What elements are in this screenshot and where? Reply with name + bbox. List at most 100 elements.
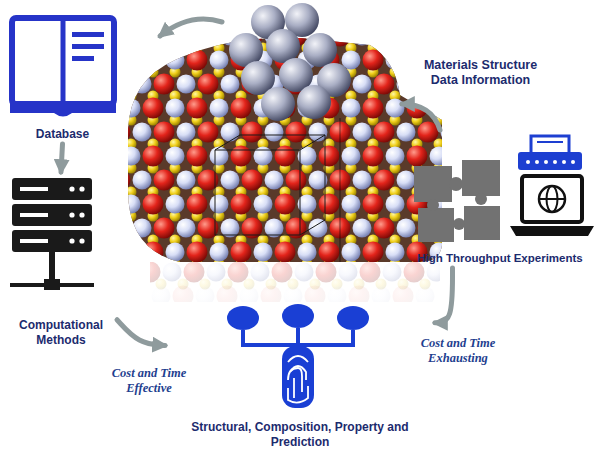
- crystal-lattice: [319, 242, 340, 263]
- crystal-lattice: [133, 123, 152, 142]
- database-icon: [72, 56, 94, 61]
- server-icon: [69, 212, 74, 217]
- crystal-lattice: [198, 74, 219, 95]
- typewriter-icon: [535, 160, 539, 164]
- crystal-lattice: [231, 98, 252, 119]
- edge-label: Cost and Time Exhausting: [410, 336, 506, 366]
- server-icon: [79, 212, 84, 217]
- crystal-lattice: [126, 259, 137, 270]
- typewriter-icon: [518, 136, 582, 170]
- crystal-reflection: [228, 262, 249, 283]
- crystal-lattice: [231, 146, 252, 167]
- typewriter-icon: [562, 160, 566, 164]
- laptop-icon: [510, 176, 594, 236]
- laptop-icon: [510, 226, 594, 236]
- typewriter-icon: [531, 136, 569, 154]
- crystal-lattice: [374, 122, 395, 143]
- crystal-lattice: [286, 122, 307, 143]
- crystal-lattice: [198, 26, 219, 47]
- computational-methods-box: Computational Methods: [5, 172, 117, 350]
- crystal-lattice: [254, 195, 273, 214]
- crystal-lattice: [148, 43, 159, 54]
- crystal-lattice: [275, 194, 296, 215]
- crystal-lattice: [342, 147, 361, 166]
- crystal-lattice: [254, 243, 273, 262]
- crystal-lattice: [231, 194, 252, 215]
- database-icon: [72, 32, 104, 37]
- crystal-lattice: [166, 195, 185, 214]
- crystal-lattice: [397, 219, 416, 238]
- crystal-lattice: [133, 27, 152, 46]
- crystal-lattice: [286, 170, 307, 191]
- adsorbed-spheres: [303, 33, 337, 67]
- materials-data-box: Materials Structure Data Information: [413, 52, 548, 94]
- fingerprint-tree-icon: [282, 346, 314, 408]
- crystal-reflection: [372, 287, 391, 303]
- crystal-reflection: [261, 286, 282, 303]
- crystal-lattice: [122, 243, 141, 262]
- crystal-reflection: [251, 263, 270, 282]
- crystal-reflection: [360, 262, 381, 283]
- crystal-lattice: [177, 75, 196, 94]
- database-icon: [10, 102, 116, 117]
- crystal-lattice: [177, 123, 196, 142]
- crystal-lattice: [143, 98, 164, 119]
- typewriter-icon: [571, 160, 575, 164]
- crystal-lattice: [143, 146, 164, 167]
- crystal-lattice: [374, 74, 395, 95]
- crystal-reflection: [328, 287, 347, 303]
- server-icon: [69, 186, 74, 191]
- crystal-lattice: [110, 170, 131, 191]
- puzzle-icon: [453, 218, 465, 230]
- typewriter-icon: [544, 160, 548, 164]
- flow-arrow: [160, 19, 222, 36]
- flow-arrow: [117, 320, 165, 346]
- crystal-lattice: [143, 194, 164, 215]
- crystal-lattice: [412, 91, 423, 102]
- server-icon: [20, 187, 48, 191]
- adsorbed-spheres: [261, 87, 295, 121]
- crystal-lattice: [407, 146, 428, 167]
- crystal-reflection: [217, 286, 238, 303]
- typewriter-icon: [537, 141, 563, 143]
- crystal-lattice: [397, 75, 416, 94]
- crystal-reflection: [207, 263, 226, 282]
- crystal-lattice: [265, 171, 284, 190]
- fingerprint-tree-icon: [293, 378, 295, 398]
- server-icon: [79, 186, 84, 191]
- crystal-reflection: [295, 263, 314, 282]
- crystal-lattice: [386, 195, 405, 214]
- crystal-lattice: [374, 26, 395, 47]
- crystal-reflection: [150, 262, 440, 302]
- crystal-lattice: [177, 27, 196, 46]
- crystal-lattice: [353, 27, 372, 46]
- crystal-lattice: [434, 91, 445, 102]
- crystal-lattice: [242, 170, 263, 191]
- server-icon: [12, 204, 92, 226]
- crystal-lattice: [210, 51, 229, 70]
- crystal-lattice: [363, 98, 384, 119]
- crystal-lattice: [187, 146, 208, 167]
- crystal-lattice: [374, 218, 395, 239]
- crystal-reflection: [240, 287, 259, 303]
- crystal-lattice: [363, 194, 384, 215]
- node-label: Computational Methods: [7, 318, 115, 348]
- crystal-lattice: [275, 242, 296, 263]
- database-icon: [61, 18, 66, 104]
- crystal-reflection: [383, 263, 402, 282]
- crystal-lattice: [110, 218, 131, 239]
- adsorbed-spheres: [229, 3, 351, 121]
- puzzle-icon: [414, 160, 500, 242]
- server-icon: [10, 283, 94, 287]
- prediction-box: Structural, Composition, Property and Pr…: [165, 300, 435, 452]
- crystal-lattice: [210, 243, 229, 262]
- crystal-lattice: [122, 195, 141, 214]
- database-label-box: Database: [5, 12, 120, 144]
- crystal-lattice: [353, 123, 372, 142]
- laptop-icon: [522, 176, 582, 222]
- crystal-reflection: [349, 286, 370, 303]
- crystal-lattice: [339, 118, 340, 262]
- node-label: Database: [36, 127, 89, 142]
- crystal-reflection: [150, 262, 161, 283]
- adsorbed-spheres: [297, 85, 331, 119]
